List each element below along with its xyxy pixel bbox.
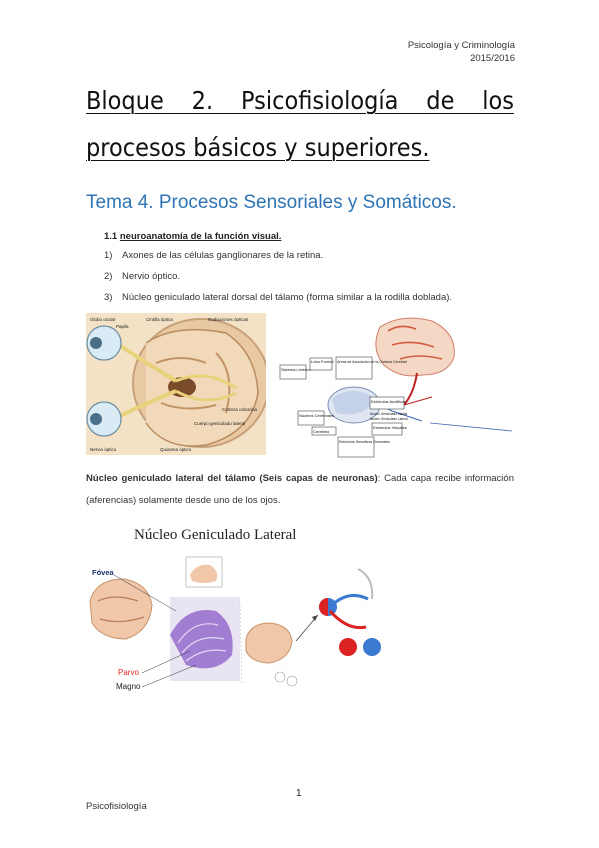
section-number: 1.1: [104, 231, 118, 242]
lgn-paragraph-bold: Núcleo geniculado lateral del tálamo (Se…: [86, 473, 378, 484]
list-item: 2) Nervio óptico.: [104, 271, 180, 282]
visual-pathway-figure: Globo ocular Papila Cintilla óptica Radi…: [86, 313, 266, 455]
footer-subject: Psicofisiología: [86, 801, 147, 812]
list-item: 3) Núcleo geniculado lateral dorsal del t…: [104, 292, 452, 303]
label-sistema: Sistema Límbico: [281, 367, 311, 372]
label-corteza: Corteza calcarina: [222, 407, 258, 412]
page-header: Psicología y Criminología 2015/2016: [408, 39, 515, 65]
label-parvo: Parvo: [118, 668, 139, 677]
label-radiaciones: Radiaciones ópticas: [208, 317, 249, 322]
label-quiasma: Quiasma óptico: [160, 447, 192, 452]
lgn-figure-title: Núcleo Geniculado Lateral: [134, 527, 296, 543]
list-number: 3): [104, 292, 113, 303]
list-text: Axones de las células ganglionares de la…: [122, 250, 324, 261]
label-magno: Magno: [116, 682, 141, 691]
list-number: 1): [104, 250, 113, 261]
section-heading: 1.1 neuroanatomía de la función visual.: [104, 231, 281, 242]
label-cintilla: Cintilla óptica: [146, 317, 173, 322]
list-text: Nervio óptico.: [122, 271, 181, 282]
label-estimulos-aud: Estímulos Auditivos: [371, 399, 406, 404]
label-globo: Globo ocular: [90, 317, 116, 322]
label-fovea: Fóvea: [92, 568, 115, 577]
label-geniculado-medial: Núcleo Geniculado Medial: [370, 412, 408, 416]
label-cerebelo: Cerebelo: [313, 429, 330, 434]
page-number: 1: [296, 788, 302, 799]
topic-heading: Tema 4. Procesos Sensoriales y Somáticos…: [86, 192, 457, 213]
label-cuerpo: Cuerpo geniculado lateral: [194, 421, 245, 426]
sensory-pathways-figure: Lobo Frontal Áreas de Asociación de la C…: [279, 317, 513, 458]
list-item: 1) Axones de las células ganglionares de …: [104, 250, 323, 261]
label-nervio: Nervio óptico: [90, 447, 117, 452]
label-estimulos-sen: Estímulos Sensitivos Generales: [339, 440, 390, 444]
label-estimulos-vis: Estímulos Visuales: [373, 425, 407, 430]
label-nucleos: Núcleos Cerebrales: [299, 413, 334, 418]
label-areas: Áreas de Asociación de la Corteza Cerebr…: [337, 360, 407, 364]
list-number: 2): [104, 271, 113, 282]
lgn-figure: Núcleo Geniculado Lateral Fóvea Parvo Ma…: [89, 527, 381, 691]
document-title-line-2: procesos básicos y superiores.: [86, 133, 430, 162]
header-year: 2015/2016: [470, 53, 515, 64]
document-title-line-1: Bloque 2. Psicofisiología de los: [86, 86, 514, 115]
label-geniculado-lateral: Núcleo Geniculado Lateral: [370, 417, 408, 421]
lgn-paragraph-rest: : Cada capa recibe información (aferenci…: [86, 473, 514, 506]
label-papila: Papila: [116, 324, 129, 329]
header-course: Psicología y Criminología: [407, 40, 515, 51]
label-lobo: Lobo Frontal: [311, 359, 334, 364]
section-title: neuroanatomía de la función visual.: [119, 231, 282, 242]
lgn-paragraph: Núcleo geniculado lateral del tálamo (Se…: [86, 468, 514, 512]
list-text: Núcleo geniculado lateral dorsal del tál…: [122, 292, 453, 303]
